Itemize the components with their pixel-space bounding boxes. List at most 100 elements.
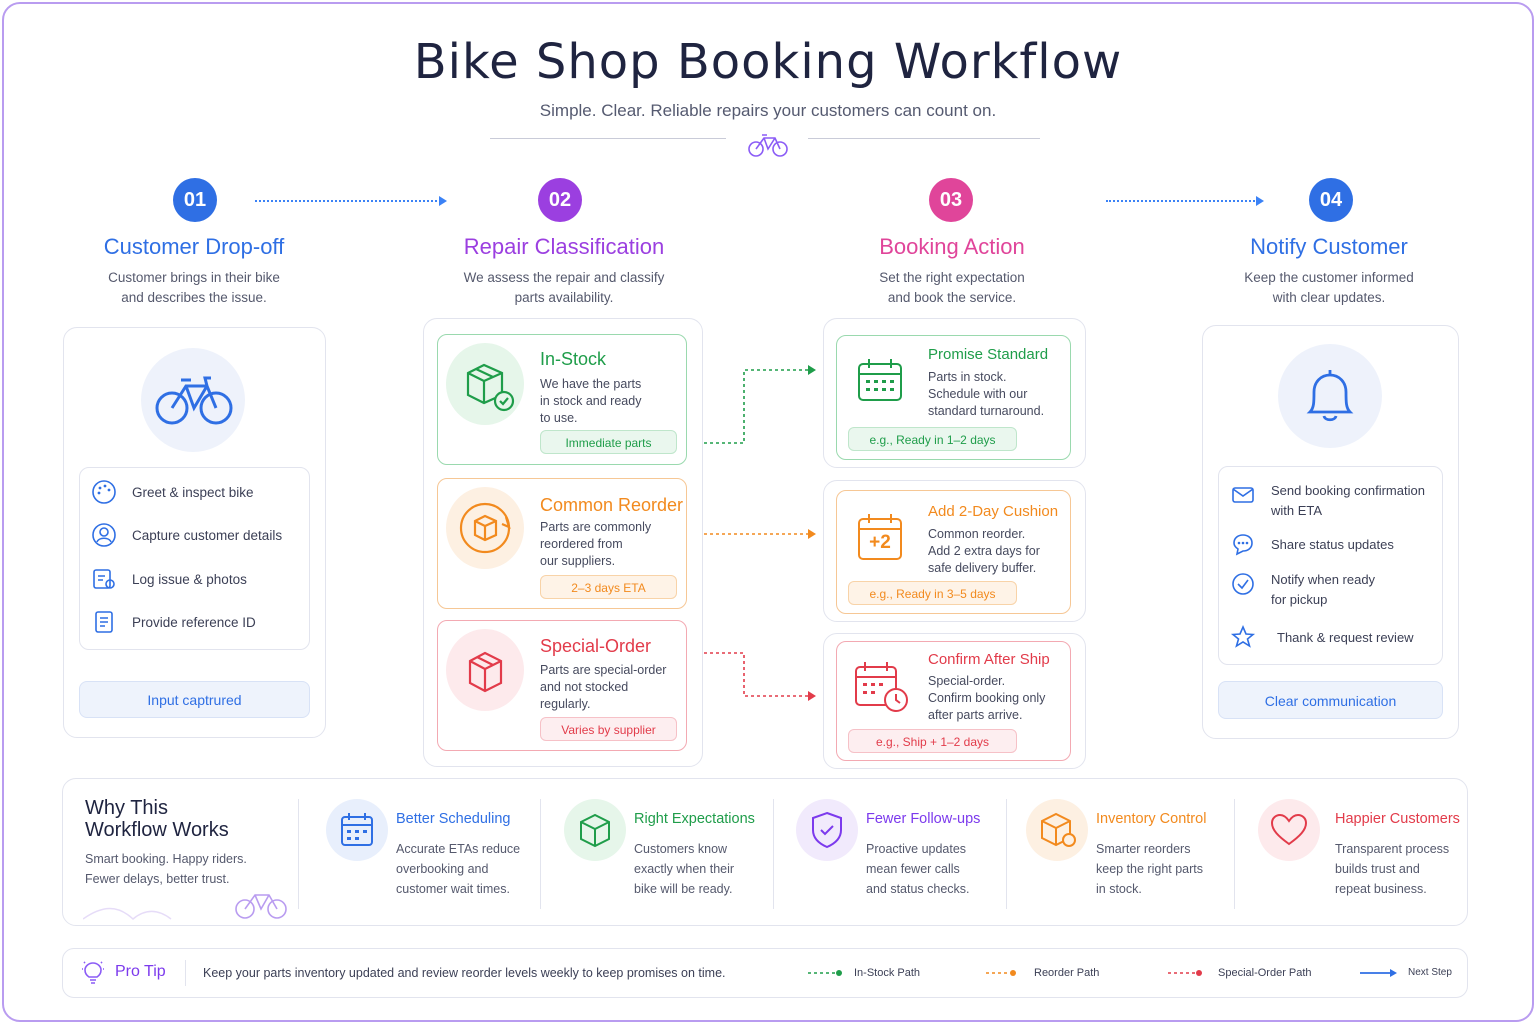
divider <box>1234 799 1235 909</box>
divider <box>1006 799 1007 909</box>
legend-swatch-red <box>1168 970 1202 976</box>
arrow-right-icon <box>1360 968 1397 977</box>
next-step-arrow <box>255 196 447 206</box>
clear-communication-badge: Clear communication <box>1218 681 1443 719</box>
page-title: Bike Shop Booking Workflow <box>413 34 1123 90</box>
step-booking-action: Booking Action Set the right expectation… <box>802 234 1102 308</box>
step-number-02: 02 <box>538 178 582 222</box>
two-day-cushion-card: +2 Add 2-Day Cushion Common reorder.Add … <box>836 490 1071 614</box>
calendar-clock-icon <box>855 662 908 712</box>
legend-swatch-green <box>808 970 842 976</box>
why-item-title: Right Expectations <box>634 811 755 827</box>
card-tag: e.g., Ship + 1–2 days <box>848 729 1017 753</box>
card-tag: Varies by supplier <box>540 717 677 741</box>
legend-next-step: Next Step <box>1360 967 1452 978</box>
why-item-title: Fewer Follow-ups <box>866 811 981 827</box>
heart-icon <box>1258 799 1320 861</box>
bicycle-icon-circle <box>141 348 245 452</box>
step-title: Repair Classification <box>463 234 665 259</box>
package-check-icon <box>446 343 524 425</box>
bicycle-icon <box>748 134 788 157</box>
photo-log-icon <box>90 565 118 593</box>
divider-left <box>490 138 726 139</box>
next-step-arrow <box>1106 196 1264 206</box>
calendar-plus-two-icon <box>858 514 902 560</box>
legend-special-order: Special-Order Path <box>1168 967 1312 979</box>
step-title: Customer Drop-off <box>103 234 285 259</box>
card-title: Add 2-Day Cushion <box>928 503 1059 520</box>
step-title: Booking Action <box>879 234 1025 259</box>
page-subtitle: Simple. Clear. Reliable repairs your cus… <box>539 101 997 120</box>
pro-tip-text: Keep your parts inventory updated and re… <box>203 966 726 980</box>
user-icon <box>90 521 118 549</box>
legend-in-stock: In-Stock Path <box>808 967 920 979</box>
why-subtitle: Smart booking. Happy riders.Fewer delays… <box>85 852 247 886</box>
lightbulb-icon <box>82 961 104 984</box>
list-item: Provide reference ID <box>90 608 256 636</box>
shield-check-icon <box>796 799 858 861</box>
calendar-icon <box>858 359 902 401</box>
pro-tip-bar: Pro Tip Keep your parts inventory update… <box>62 948 1468 998</box>
card-tag: Immediate parts <box>540 430 677 454</box>
why-item-title: Better Scheduling <box>396 811 511 827</box>
list-item: Greet & inspect bike <box>90 478 254 506</box>
card-title: Common Reorder <box>540 495 684 515</box>
why-item-title: Happier Customers <box>1335 811 1460 827</box>
chat-icon <box>1229 530 1257 558</box>
promise-standard-card: Promise Standard Parts in stock.Schedule… <box>836 335 1071 460</box>
step-drop-off: Customer Drop-off Customer brings in the… <box>44 234 344 308</box>
star-icon <box>1229 623 1257 651</box>
package-icon <box>564 799 626 861</box>
path-connectors <box>704 365 816 701</box>
divider <box>185 960 186 986</box>
card-tag: 2–3 days ETA <box>540 575 677 599</box>
document-icon <box>90 608 118 636</box>
list-item: Log issue & photos <box>90 565 247 593</box>
pro-tip-label: Pro Tip <box>115 963 166 980</box>
palette-icon <box>90 478 118 506</box>
legend-reorder: Reorder Path <box>986 967 1099 979</box>
divider <box>298 799 299 909</box>
card-title: Confirm After Ship <box>928 651 1050 668</box>
check-circle-icon <box>1229 570 1257 598</box>
legend-swatch-orange <box>986 970 1016 976</box>
mail-icon <box>1229 481 1257 509</box>
dropoff-checklist: Greet & inspect bike Capture customer de… <box>79 467 310 650</box>
hills-bicycle-decoration <box>83 894 287 920</box>
step-classification: Repair Classification We assess the repa… <box>414 234 714 308</box>
list-item: Thank & request review <box>1229 623 1414 651</box>
bicycle-icon <box>155 376 233 425</box>
plus-two-badge: +2 <box>869 532 891 553</box>
step-number-01: 01 <box>173 178 217 222</box>
card-title: Special-Order <box>540 636 652 656</box>
package-gear-icon <box>1026 799 1088 861</box>
card-title: In-Stock <box>540 349 607 369</box>
step-title: Notify Customer <box>1250 234 1408 259</box>
list-item: Capture customer details <box>90 521 282 549</box>
step-number-03: 03 <box>929 178 973 222</box>
bell-icon <box>1306 370 1354 422</box>
package-reorder-icon <box>446 487 524 569</box>
